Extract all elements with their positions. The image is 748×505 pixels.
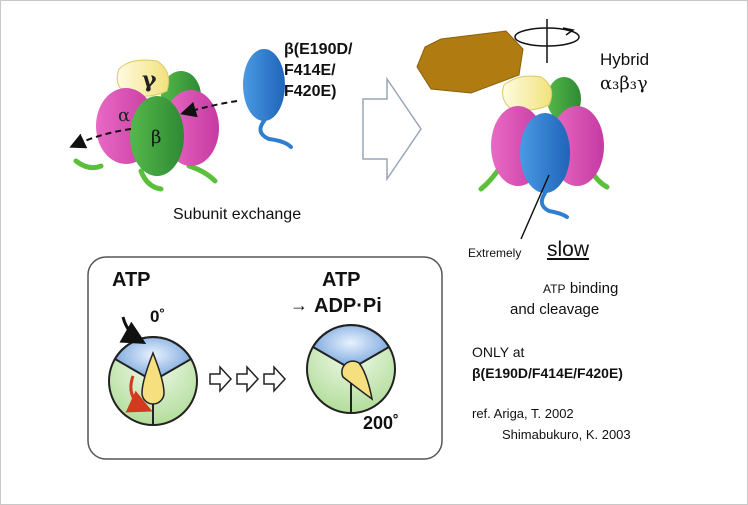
step-arrow-2: [236, 365, 260, 393]
beta-letter: β: [151, 127, 162, 148]
inset-adp-pi: ADP·Pi: [314, 295, 382, 317]
left-tail-1: [73, 158, 104, 171]
step-arrow-1: [209, 365, 233, 393]
state-circle-right: [306, 324, 396, 414]
reference-2: Shimabukuro, K. 2003: [502, 427, 631, 442]
only-at-mutant: β(E190D/F414E/F420E): [472, 365, 623, 381]
left-tail-3: [186, 163, 218, 184]
inset-atp-left: ATP: [112, 269, 151, 291]
process-arrow: [362, 76, 422, 182]
gamma-pointer-right: [341, 360, 374, 401]
mutant-beta-body: [243, 49, 285, 121]
slow-desc-binding: binding: [569, 280, 619, 297]
left-f1-complex: [69, 59, 238, 192]
inset-atp-right: ATP: [322, 269, 361, 291]
slow-desc-atp: ATP: [543, 282, 566, 296]
slow-prefix: Extremely: [468, 246, 522, 260]
hybrid-gamma: [502, 75, 553, 111]
hybrid-label: Hybrid: [600, 50, 650, 69]
mutant-label: β(E190D/ F414E/ F420E): [284, 39, 352, 102]
alpha-letter: α: [118, 105, 131, 126]
left-beta-front: [130, 96, 184, 176]
slow-desc-line-2: and cleavage: [510, 301, 600, 318]
left-tail-2: [138, 168, 164, 192]
hybrid-formula: α₃β₃γ: [600, 73, 648, 94]
hybrid-mutant-tail: [539, 191, 569, 219]
rotor-octagon: [416, 30, 524, 94]
exchange-arrow-bottom: [69, 128, 132, 149]
slow-word: slow: [547, 238, 590, 261]
step-arrow-3: [263, 365, 287, 393]
pointer-line: [520, 174, 550, 240]
mutant-label-line-3: F420E): [284, 83, 337, 100]
mutant-beta-tail: [258, 119, 293, 149]
inset-angle-0: 0˚: [150, 307, 166, 326]
only-at-label: ONLY at: [472, 344, 525, 360]
exchange-arrow-top: [180, 100, 238, 118]
step-arrows: [209, 365, 287, 393]
reference-1: ref. Ariga, T. 2002: [472, 406, 574, 421]
inset-angle-200: 200˚: [363, 413, 400, 433]
mutant-label-line-2: F414E/: [284, 62, 336, 79]
rotation-arrow-red: [125, 375, 153, 413]
mutant-label-line-1: β(E190D/: [284, 41, 353, 58]
subunit-exchange-label: Subunit exchange: [173, 206, 302, 223]
rotation-ring: [514, 27, 580, 47]
hybrid-complex: [416, 19, 610, 240]
gamma-letter: γ: [142, 67, 157, 93]
atp-binding-arrow: [119, 316, 147, 344]
inset-right-arrow: →: [290, 295, 308, 315]
state-circle-left: [108, 336, 198, 426]
slow-desc-line-1: ATP binding: [543, 280, 618, 298]
rotation-ring-arrow: [562, 27, 575, 36]
hybrid-beta-mutant: [520, 113, 570, 193]
free-mutant-beta: [243, 49, 293, 149]
